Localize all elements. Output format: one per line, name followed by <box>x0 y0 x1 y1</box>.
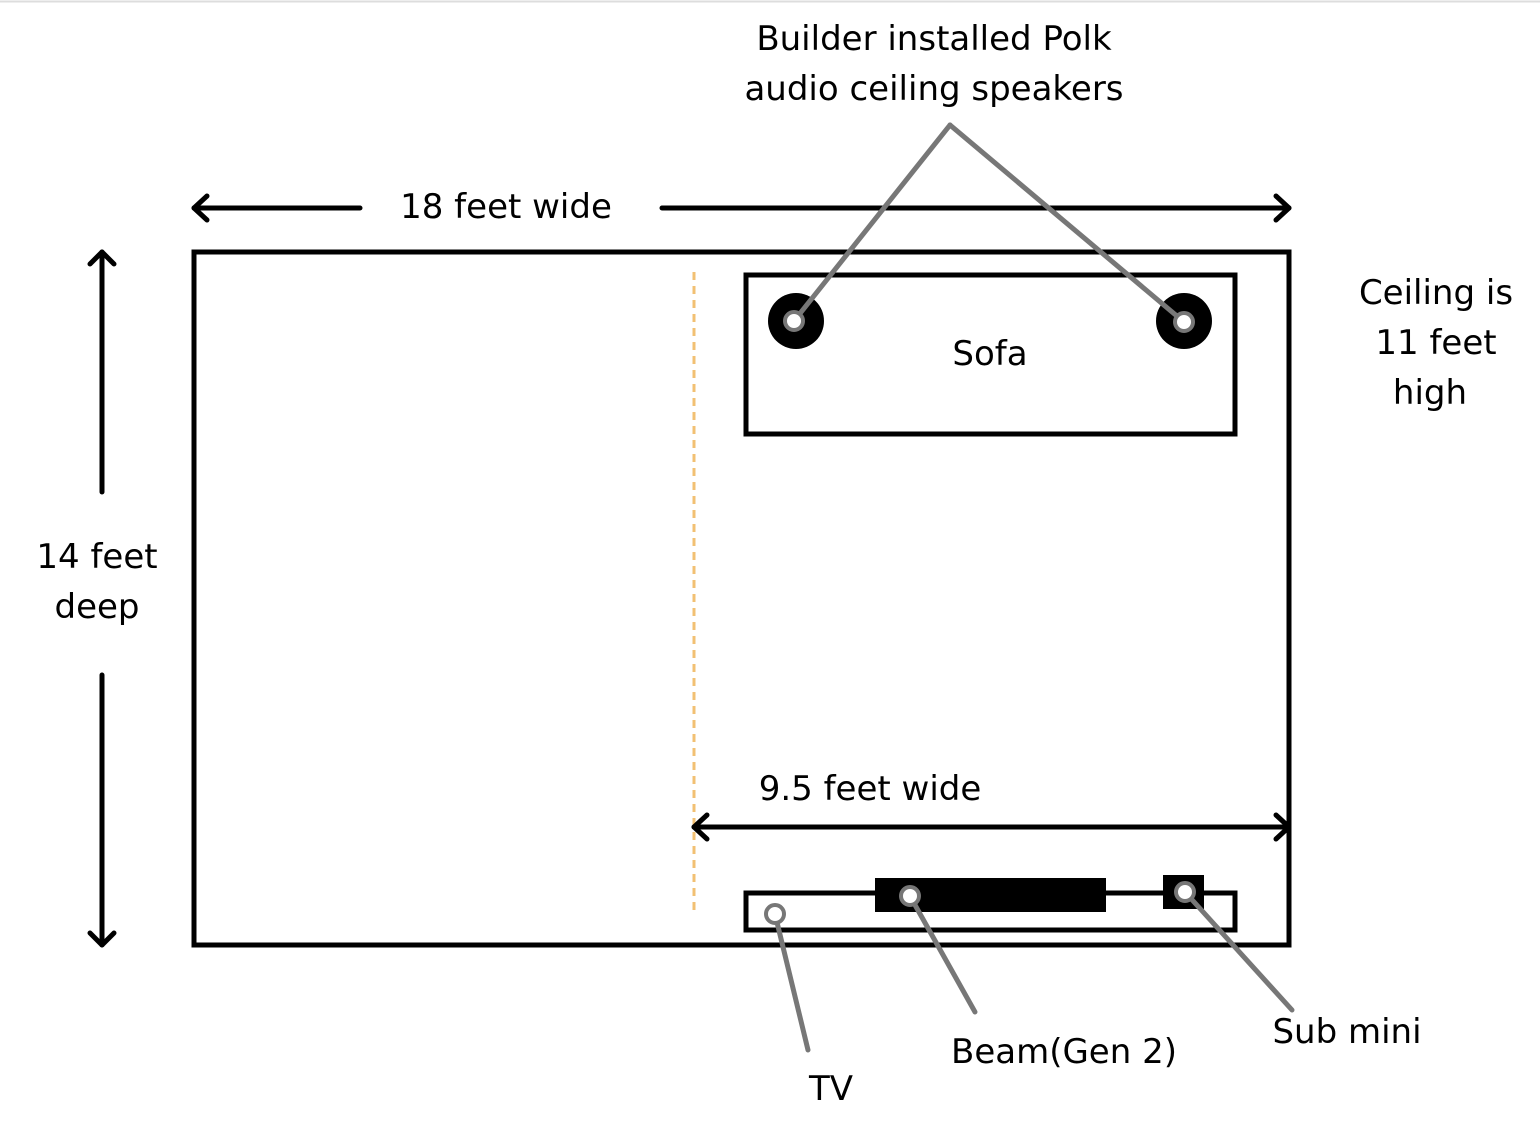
speaker-dot-right <box>1173 311 1195 333</box>
section-width-label: 9.5 feet wide <box>759 769 982 809</box>
ceiling-height-line2: 11 feet <box>1375 323 1496 363</box>
speaker-leader-left <box>791 122 953 324</box>
speakers-label-line2: audio ceiling speakers <box>744 69 1123 109</box>
room-depth-arrow <box>87 249 117 948</box>
sofa-label: Sofa <box>952 334 1027 374</box>
sub-mini-label: Sub mini <box>1272 1012 1421 1052</box>
ceiling-height-line1: Ceiling is <box>1359 273 1513 313</box>
beam-label: Beam(Gen 2) <box>951 1032 1177 1072</box>
room-depth-label-line2: deep <box>55 587 140 627</box>
sub-leader <box>1182 889 1295 1013</box>
room-depth-label-line1: 14 feet <box>36 537 157 577</box>
room-width-arrow <box>191 193 1292 223</box>
speaker-leader-right <box>947 122 1187 325</box>
speaker-dot-left <box>783 310 805 332</box>
room-outline <box>191 249 1292 948</box>
beam-leader <box>907 893 978 1015</box>
sofa <box>743 272 1238 437</box>
tv-label: TV <box>808 1069 853 1109</box>
sub-dot <box>1174 881 1196 903</box>
section-width-arrow <box>691 812 1292 842</box>
tv-dot <box>764 903 786 925</box>
beam-dot <box>899 885 921 907</box>
tv-leader <box>772 911 811 1053</box>
room-width-label: 18 feet wide <box>400 187 612 227</box>
speakers-label-line1: Builder installed Polk <box>756 19 1112 59</box>
ceiling-height-line3: high <box>1393 373 1467 413</box>
